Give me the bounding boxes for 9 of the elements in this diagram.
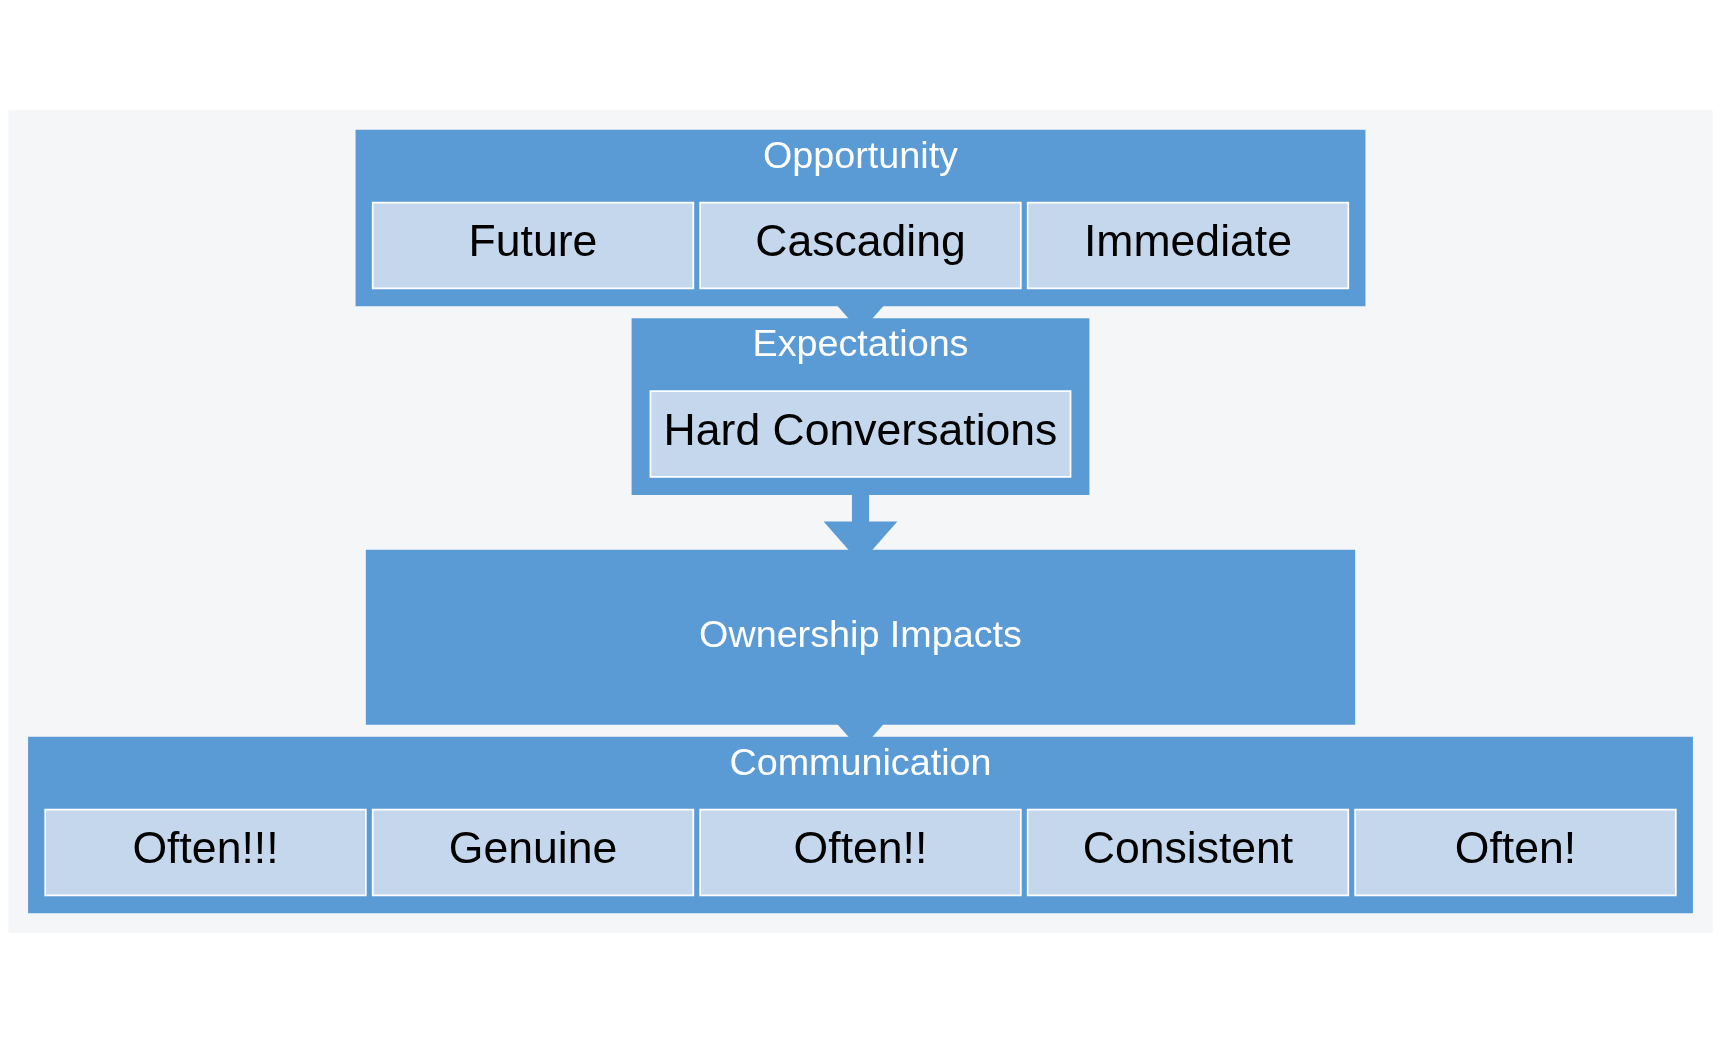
node-box: Cascading — [699, 201, 1022, 290]
node-box: Often! — [1354, 808, 1677, 897]
node-box: Often!!! — [44, 808, 367, 897]
node-box: Genuine — [371, 808, 695, 897]
node-box: Hard Conversations — [649, 390, 1072, 478]
node-box: Immediate — [1026, 201, 1350, 290]
node-box: Future — [371, 201, 695, 290]
node-box: Consistent — [1026, 808, 1350, 897]
node-box: Often!! — [699, 808, 1022, 897]
